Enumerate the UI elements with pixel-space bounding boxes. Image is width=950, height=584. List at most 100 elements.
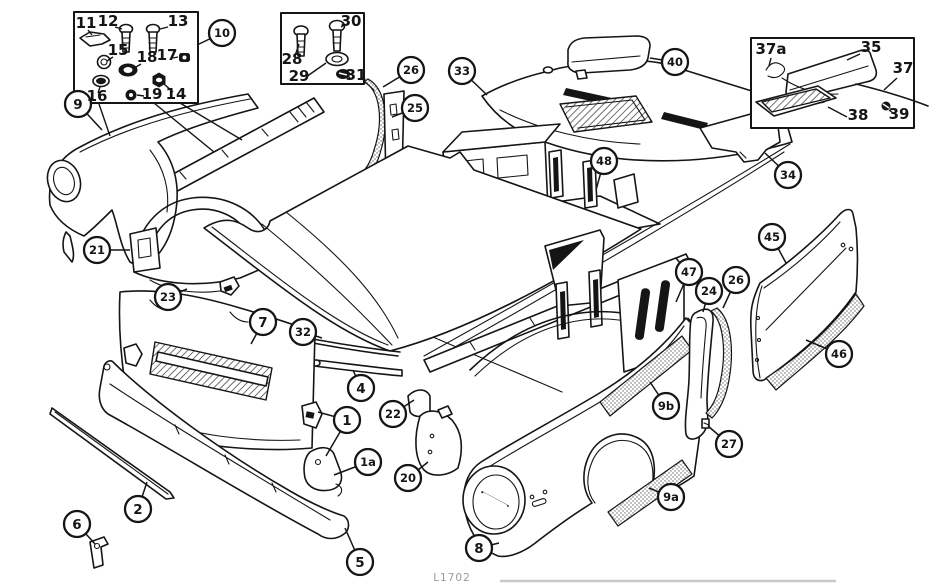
callout-number: 1a [360,455,376,469]
callout-45: 45 [757,222,787,264]
label-39: 39 [889,105,910,123]
callout-circle [62,509,92,539]
callout-number: 45 [764,230,780,244]
label-number: 12 [98,12,119,30]
scuttle-vent-lid [567,35,651,80]
callout-23: 23 [153,282,188,312]
callout-number: 40 [667,55,683,69]
callout-number: 5 [355,555,364,571]
callout-circle [447,56,477,86]
callout-21: 21 [82,235,130,265]
callout-circle [393,463,423,493]
label-number: 14 [166,85,187,103]
callout-number: 27 [721,437,737,451]
label-number: 15 [108,41,129,59]
label-31: 31 [346,66,367,84]
callout-26: 26 [721,265,751,309]
b-post-panel [684,308,714,440]
callout-number: 20 [400,471,416,485]
label-number: 31 [346,66,367,84]
callout-number: 25 [407,101,423,115]
label-number: 37 [893,59,914,77]
callout-circle [721,265,751,295]
label-number: 11 [76,14,97,32]
callout-circle [123,494,153,524]
label-number: 28 [282,50,303,68]
label-29: 29 [289,62,327,85]
finisher-strip [49,407,175,500]
callout-circle [63,89,93,119]
label-17: 17 [157,46,179,64]
label-16: 16 [87,86,111,137]
callout-number: 9a [663,490,679,504]
label-number: 35 [861,38,882,56]
callout-46: 46 [805,339,854,369]
label-37: 37 [883,59,914,91]
callout-9a: 9a [648,482,686,512]
label-number: 13 [168,12,189,30]
callout-32: 32 [288,317,323,347]
label-number: 39 [889,105,910,123]
callout-circle [400,93,430,123]
callout-number: 46 [831,347,847,361]
callout-circle [378,399,408,429]
callout-circle [82,235,112,265]
callout-4: 4 [346,369,376,403]
fender-stipple-lower-9a [607,459,693,527]
label-number: 29 [289,67,310,85]
callout-number: 22 [385,407,401,421]
callout-7: 7 [248,307,278,345]
label-37a: 37a [756,40,787,67]
callout-34: 34 [764,152,803,190]
channel-clip [701,418,710,429]
callout-circle [824,339,854,369]
callout-6: 6 [62,509,96,545]
callout-circle [660,47,690,77]
front-fender-right [462,317,703,558]
callout-circle [345,547,375,577]
label-15: 15 [106,41,129,62]
callout-circle [651,391,681,421]
callout-number: 9b [658,399,674,413]
lid-clip-glyph [765,62,786,79]
callout-25: 25 [391,93,430,123]
callout-circle [346,373,376,403]
callout-number: 7 [258,315,267,331]
callout-33: 33 [447,56,488,96]
b-post-channel [705,307,733,419]
callout-circle [332,405,362,435]
callout-circle [773,160,803,190]
callout-circle [396,55,426,85]
callout-22: 22 [378,399,415,429]
callout-48: 48 [589,146,619,191]
label-number: 38 [848,106,869,124]
callout-9: 9 [63,89,103,131]
callout-40: 40 [649,47,690,77]
callout-1: 1 [317,405,362,457]
label-30: 30 [341,12,362,30]
washer-glyph [96,54,112,70]
figure-caption: L1702 [433,572,471,584]
label-number: 19 [142,85,163,103]
callout-27: 27 [707,425,744,459]
callout-8: 8 [464,533,500,563]
control-rod-glyph [855,83,929,107]
callout-number: 21 [89,243,105,257]
door-stipple-band [765,293,865,391]
apron-corner-bracket-left [123,343,143,367]
callout-circle [674,257,704,287]
callout-number: 48 [596,154,612,168]
small-bracket [89,536,109,569]
callout-circle [288,317,318,347]
callout-number: 26 [728,273,744,287]
label-number: 16 [87,87,108,105]
callout-number: 24 [701,284,717,298]
label-13: 13 [159,12,189,30]
callout-circle [694,276,724,306]
callout-number: 1 [342,413,351,429]
callout-circle [464,533,494,563]
label-11: 11 [76,14,97,36]
callout-circle [153,282,183,312]
